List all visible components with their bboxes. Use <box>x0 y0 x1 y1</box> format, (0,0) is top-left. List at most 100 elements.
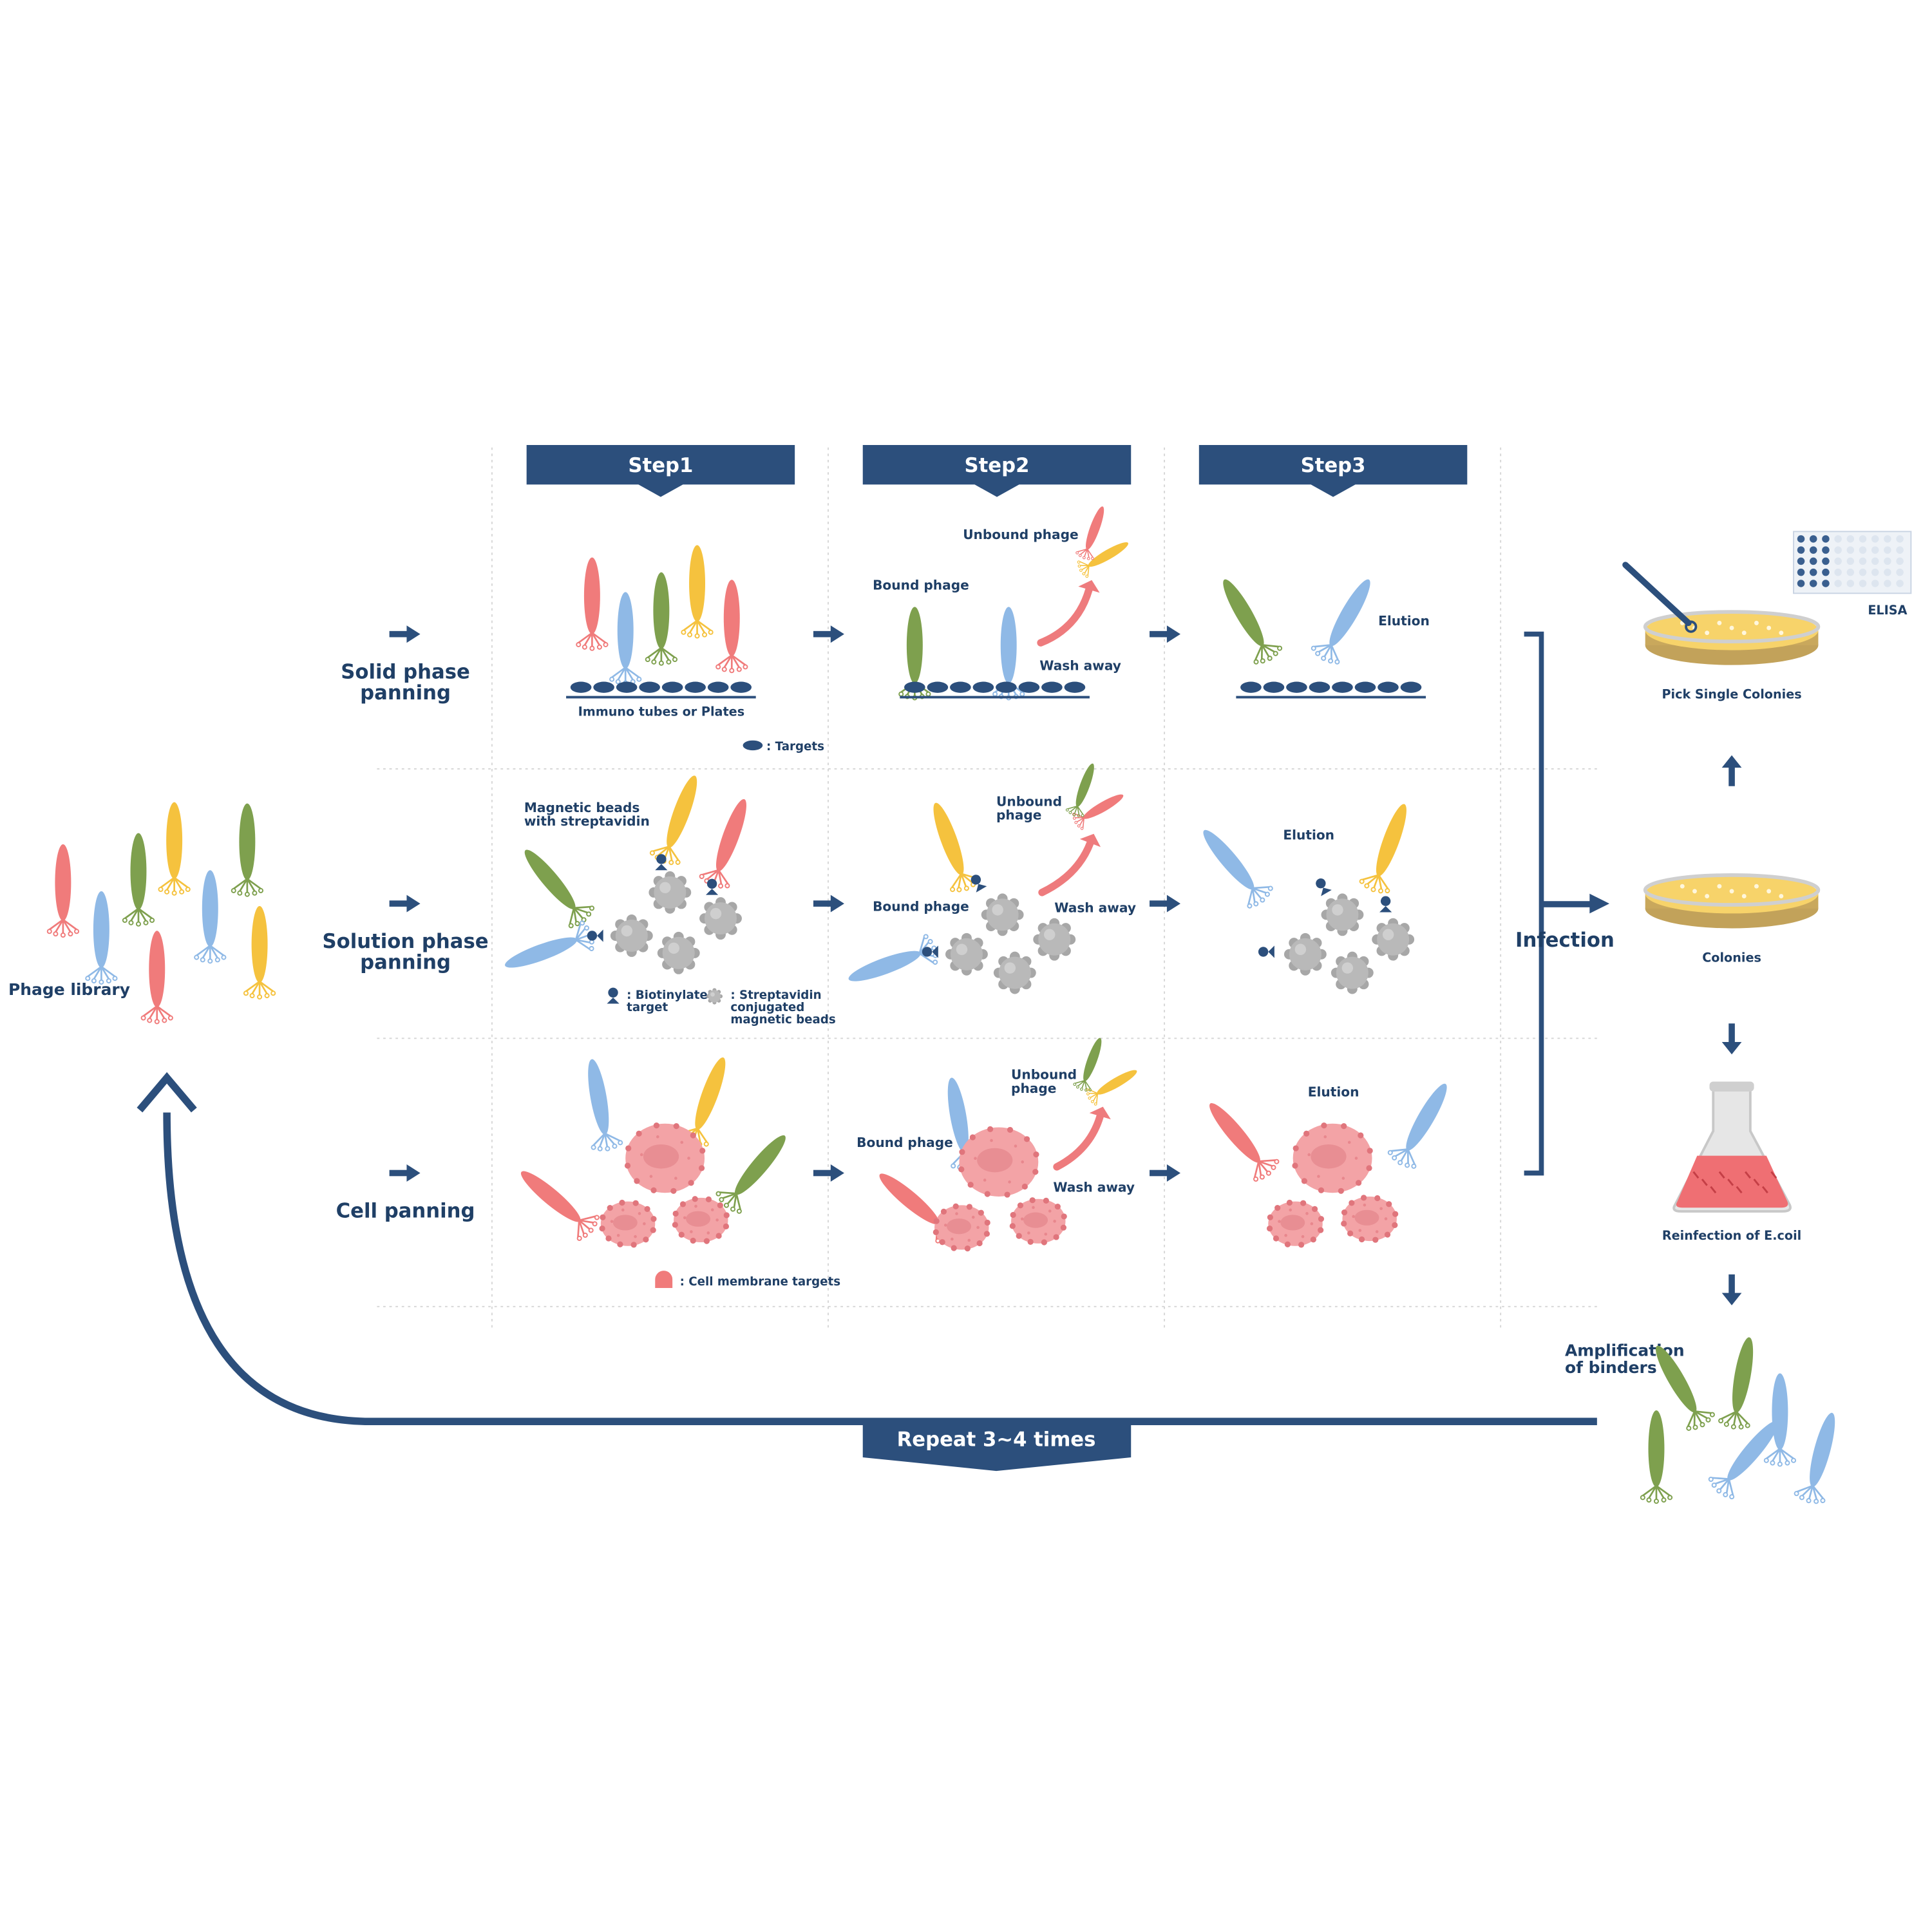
step-arrow-4 <box>813 1164 844 1182</box>
solution-step3-biotin-0 <box>1316 878 1332 896</box>
cell-membrane-legend-icon <box>655 1271 673 1288</box>
cell-membrane-legend-label: : Cell membrane targets <box>680 1275 840 1289</box>
solution-step1-bead-2 <box>610 914 653 957</box>
library-phage-1 <box>85 891 118 985</box>
step2-banner: Step2 <box>862 444 1132 497</box>
solution-step1-biotin-2 <box>587 929 603 942</box>
solid-step1-phage-3 <box>681 545 714 639</box>
cell-elution-label: Elution <box>1308 1084 1359 1099</box>
pick-colonies-label: Pick Single Colonies <box>1662 687 1801 701</box>
solution-step3-phage-1 <box>1359 804 1406 894</box>
step-arrow-1 <box>1150 625 1181 643</box>
step3-banner: Step3 <box>1198 444 1468 497</box>
repeat-label: Repeat 3~4 times <box>897 1428 1096 1452</box>
immuno-tubes-label: Immuno tubes or Plates <box>578 704 745 719</box>
cell-step2-cell-0 <box>958 1126 1039 1198</box>
amplified-phage-3 <box>1708 1421 1779 1500</box>
cell-step1-cell-0 <box>624 1122 706 1194</box>
step2-banner-label: Step2 <box>965 454 1030 477</box>
amplified-phage-5 <box>1794 1412 1835 1504</box>
solid-unbound-phage-label: Unbound phage <box>963 527 1078 542</box>
cell-wash-arrow <box>1053 1106 1111 1171</box>
solution-step1-phage-2 <box>524 849 595 929</box>
phage-library-label: Phage library <box>8 980 130 999</box>
solid-step3-targets <box>1236 681 1426 699</box>
cell-step3-cell-2 <box>1341 1195 1399 1243</box>
cell-step1-cell-2 <box>672 1196 730 1244</box>
panel-grid <box>377 447 1597 1329</box>
solution-step1-phage-1 <box>699 799 746 889</box>
cell-step1-phage-3 <box>520 1171 600 1241</box>
solid-step2-targets <box>900 681 1090 699</box>
cell-step3-cell-0 <box>1292 1122 1373 1194</box>
solution-step3-phage-0 <box>1203 829 1273 909</box>
cell-unbound-phage-1 <box>1073 1037 1102 1092</box>
cell-unbound-phage-0 <box>1086 1070 1137 1106</box>
cell-step1-cell-1 <box>599 1199 657 1248</box>
cell-panning-label: Cell panning <box>336 1200 475 1223</box>
solid-step1-targets <box>566 681 756 699</box>
solid-row-arrow <box>389 625 421 643</box>
solution-step1-bead-0 <box>649 871 692 914</box>
infection-label: Infection <box>1515 929 1615 952</box>
step1-banner-label: Step1 <box>628 454 693 477</box>
cell-step3-phage-1 <box>1387 1083 1447 1169</box>
solution-step3-biotin-2 <box>1258 945 1274 958</box>
amplified-phage-0 <box>1640 1410 1673 1504</box>
solid-elution-label: Elution <box>1378 613 1430 629</box>
solid-wash-arrow <box>1037 580 1100 647</box>
repeat-banner: Repeat 3~4 times <box>862 1423 1132 1472</box>
library-phage-2 <box>122 833 155 927</box>
solid-bound-phage-label: Bound phage <box>873 578 969 593</box>
solid-wash-away-label: Wash away <box>1039 658 1121 673</box>
elisa-label: ELISA <box>1868 603 1907 618</box>
solution-step2-bound-phage-0 <box>933 802 981 893</box>
solution-bound-phage-label: Bound phage <box>873 899 969 914</box>
step-arrow-2 <box>813 895 844 913</box>
colonies-label: Colonies <box>1702 950 1761 965</box>
solution-step1-phage-0 <box>649 775 697 866</box>
library-phage-3 <box>158 802 191 896</box>
solid-step3-phage-0 <box>1223 579 1283 665</box>
solid-unbound-phage-1 <box>1075 506 1104 560</box>
solution-step2-bead-2 <box>945 933 988 976</box>
solid-step1-phage-2 <box>645 572 678 666</box>
solid-unbound-phage-0 <box>1077 542 1128 578</box>
amplified-phage-2 <box>1718 1337 1754 1430</box>
cell-row-arrow <box>389 1164 421 1182</box>
library-phage-4 <box>231 803 264 897</box>
solution-step3-bead-0 <box>1321 893 1364 936</box>
solution-step1-phage-3 <box>505 920 594 968</box>
solution-step2-biotin-0 <box>971 875 987 893</box>
colonies-dish <box>1643 873 1821 929</box>
solution-step3-bead-2 <box>1283 933 1327 976</box>
library-phage-7 <box>243 905 276 1000</box>
solid-step1-phage-4 <box>715 580 748 674</box>
reinfection-label: Reinfection of E.coil <box>1662 1228 1801 1243</box>
library-phage-6 <box>140 931 173 1025</box>
solution-step1-biotin-1 <box>705 878 719 895</box>
cell-wash-away-label: Wash away <box>1053 1179 1135 1195</box>
pick-colonies-dish <box>1622 562 1821 665</box>
step-arrow-0 <box>813 625 844 643</box>
solid-step3-phage-1 <box>1311 579 1370 665</box>
targets-legend-icon <box>743 740 763 751</box>
elisa-plate <box>1793 531 1912 594</box>
cell-step1-phage-0 <box>588 1059 623 1151</box>
solution-step3-bead-3 <box>1331 951 1374 994</box>
targets-legend-label: : Targets <box>766 740 824 753</box>
solid-step1-phage-0 <box>576 557 609 651</box>
down-arrow-2 <box>1721 1274 1742 1305</box>
solution-step2-bead-3 <box>993 951 1036 994</box>
cell-step3-cell-1 <box>1266 1199 1325 1248</box>
cell-bound-phage-label: Bound phage <box>857 1135 953 1150</box>
down-arrow-1 <box>1721 1023 1742 1055</box>
solution-step1-bead-3 <box>657 931 700 974</box>
solution-step2-bead-1 <box>1033 918 1076 961</box>
